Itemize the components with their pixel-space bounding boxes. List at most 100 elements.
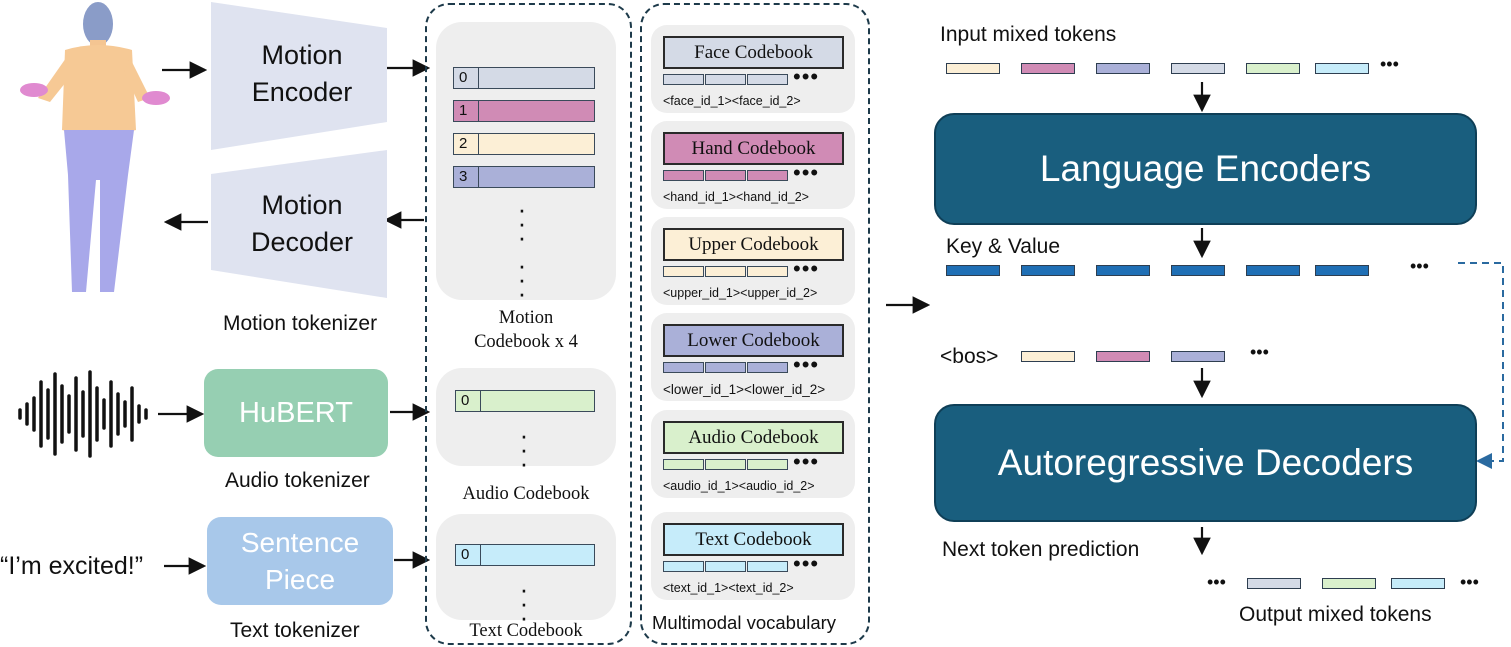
vocab-codebook-title: Audio Codebook bbox=[663, 421, 844, 454]
input-token-face bbox=[1171, 63, 1225, 74]
input-token-audio bbox=[1246, 63, 1300, 74]
example-sentence: “I’m excited!” bbox=[0, 552, 144, 580]
motion-codebook-index: 1 bbox=[453, 100, 479, 122]
motion-encoder-label: Motion Encoder bbox=[251, 40, 353, 107]
text-codebook-bar bbox=[480, 544, 595, 566]
vocab-token-segment bbox=[747, 74, 788, 85]
output-token-text bbox=[1391, 578, 1445, 589]
kv-token bbox=[1171, 265, 1225, 276]
vocab-token-segment bbox=[663, 561, 704, 572]
vocab-ellipsis: ••• bbox=[793, 352, 820, 377]
key-value-label: Key & Value bbox=[946, 235, 1061, 258]
motion-codebook-bar-hand bbox=[478, 100, 595, 122]
motion-codebook-bar-lower bbox=[478, 166, 595, 188]
vocab-entry: Hand Codebook••• <hand_id_1><hand_id_2> bbox=[663, 132, 849, 212]
text-codebook-ellipsis: ··· bbox=[519, 574, 529, 632]
vocab-entry: Audio Codebook•••<audio_id_1><audio_id_2… bbox=[663, 421, 849, 501]
text-codebook-index: 0 bbox=[455, 544, 481, 566]
motion-decoder-shape bbox=[211, 150, 387, 298]
vocab-token-segment bbox=[663, 459, 704, 470]
vocab-entry: Text Codebook••• <text_id_1><text_id_2> bbox=[663, 523, 849, 603]
language-encoders-block: Language Encoders bbox=[934, 113, 1477, 225]
bos-token-label: <bos> bbox=[940, 345, 999, 368]
motion-codebook-bar-upper bbox=[478, 133, 595, 155]
kv-token bbox=[1096, 265, 1150, 276]
motion-codebook-index: 3 bbox=[453, 166, 479, 188]
vocab-token-segment bbox=[747, 170, 788, 181]
vocab-token-segment bbox=[705, 74, 746, 85]
vocabulary-label: Multimodal vocabulary bbox=[652, 612, 837, 633]
input-tokens-ellipsis: ••• bbox=[1380, 54, 1399, 74]
hubert-block: HuBERT bbox=[204, 369, 388, 457]
vocab-codebook-title: Hand Codebook bbox=[663, 132, 844, 165]
motion-tokenizer-label: Motion tokenizer bbox=[223, 312, 378, 335]
motion-codebook-index: 0 bbox=[453, 67, 479, 89]
output-token-audio bbox=[1322, 578, 1376, 589]
vocab-token-ids: <lower_id_1><lower_id_2> bbox=[663, 382, 826, 397]
vocab-token-ids: <audio_id_1><audio_id_2> bbox=[663, 479, 815, 493]
vocab-token-segment bbox=[705, 459, 746, 470]
bos-token-hand bbox=[1096, 351, 1150, 362]
vocab-token-segment bbox=[663, 170, 704, 181]
vocab-token-segment bbox=[747, 266, 788, 277]
vocab-token-segment bbox=[705, 170, 746, 181]
motion-codebook-label: Motion Codebook x 4 bbox=[474, 308, 578, 352]
vocabulary-container bbox=[640, 3, 870, 645]
audio-codebook-index: 0 bbox=[455, 390, 481, 412]
vocab-codebook-title: Upper Codebook bbox=[663, 228, 844, 261]
motion-codebook-bar-face bbox=[478, 67, 595, 89]
output-token-face bbox=[1247, 578, 1301, 589]
output-tokens-label: Output mixed tokens bbox=[1239, 603, 1432, 626]
output-ellipsis-right: ••• bbox=[1460, 572, 1479, 592]
motion-codebook-ellipsis: ······ bbox=[517, 194, 527, 308]
autoregressive-decoders-block: Autoregressive Decoders bbox=[934, 404, 1477, 522]
audio-codebook-bar bbox=[480, 390, 595, 412]
audio-codebook-label: Audio Codebook bbox=[462, 484, 590, 504]
vocab-ellipsis: ••• bbox=[793, 160, 820, 185]
vocab-token-segment bbox=[705, 266, 746, 277]
vocab-token-segment bbox=[663, 74, 704, 85]
vocab-ellipsis: ••• bbox=[793, 256, 820, 281]
vocab-entry: Face Codebook•••<face_id_1><face_id_2> bbox=[663, 36, 849, 116]
kv-ellipsis: ••• bbox=[1410, 256, 1429, 276]
vocab-token-segment bbox=[747, 561, 788, 572]
human-avatar bbox=[20, 2, 170, 292]
kv-token bbox=[1246, 265, 1300, 276]
kv-token bbox=[946, 265, 1000, 276]
audio-tokenizer-label: Audio tokenizer bbox=[225, 469, 370, 492]
vocab-entry: Lower Codebook•••<lower_id_1><lower_id_2… bbox=[663, 324, 849, 404]
arrow-kv-to-decoders bbox=[1458, 262, 1504, 469]
output-ellipsis-left: ••• bbox=[1207, 572, 1226, 592]
vocab-token-segment bbox=[663, 362, 704, 373]
audio-codebook-ellipsis: ··· bbox=[519, 420, 529, 478]
vocab-codebook-title: Face Codebook bbox=[663, 36, 844, 69]
vocab-ellipsis: ••• bbox=[793, 551, 820, 576]
kv-token bbox=[1021, 265, 1075, 276]
motion-tokenizer-shapes bbox=[211, 2, 387, 298]
kv-token bbox=[1315, 265, 1369, 276]
vocab-codebook-title: Text Codebook bbox=[663, 523, 844, 556]
vocab-token-ids: <text_id_1><text_id_2> bbox=[663, 581, 794, 595]
vocab-token-segment bbox=[705, 362, 746, 373]
vocab-token-segment bbox=[705, 561, 746, 572]
motion-codebook-index: 2 bbox=[453, 133, 479, 155]
sentence-piece-block: Sentence Piece bbox=[207, 517, 393, 605]
vocab-token-ids: <hand_id_1><hand_id_2> bbox=[663, 190, 809, 204]
audio-codebook-panel bbox=[436, 368, 616, 466]
vocab-token-ids: <upper_id_1><upper_id_2> bbox=[663, 286, 818, 300]
audio-waveform-icon bbox=[18, 370, 148, 458]
vocab-token-segment bbox=[747, 362, 788, 373]
motion-decoder-label: Motion Decoder bbox=[250, 190, 354, 257]
next-token-prediction-label: Next token prediction bbox=[942, 538, 1140, 561]
input-token-upper bbox=[946, 63, 1000, 74]
vocab-ellipsis: ••• bbox=[793, 64, 820, 89]
text-tokenizer-label: Text tokenizer bbox=[230, 619, 360, 642]
vocab-token-segment bbox=[663, 266, 704, 277]
input-token-lower bbox=[1096, 63, 1150, 74]
motion-encoder-shape bbox=[211, 2, 387, 150]
input-token-hand bbox=[1021, 63, 1075, 74]
text-codebook-label: Text Codebook bbox=[469, 621, 583, 641]
input-token-text bbox=[1315, 63, 1369, 74]
bos-ellipsis: ••• bbox=[1250, 342, 1269, 362]
